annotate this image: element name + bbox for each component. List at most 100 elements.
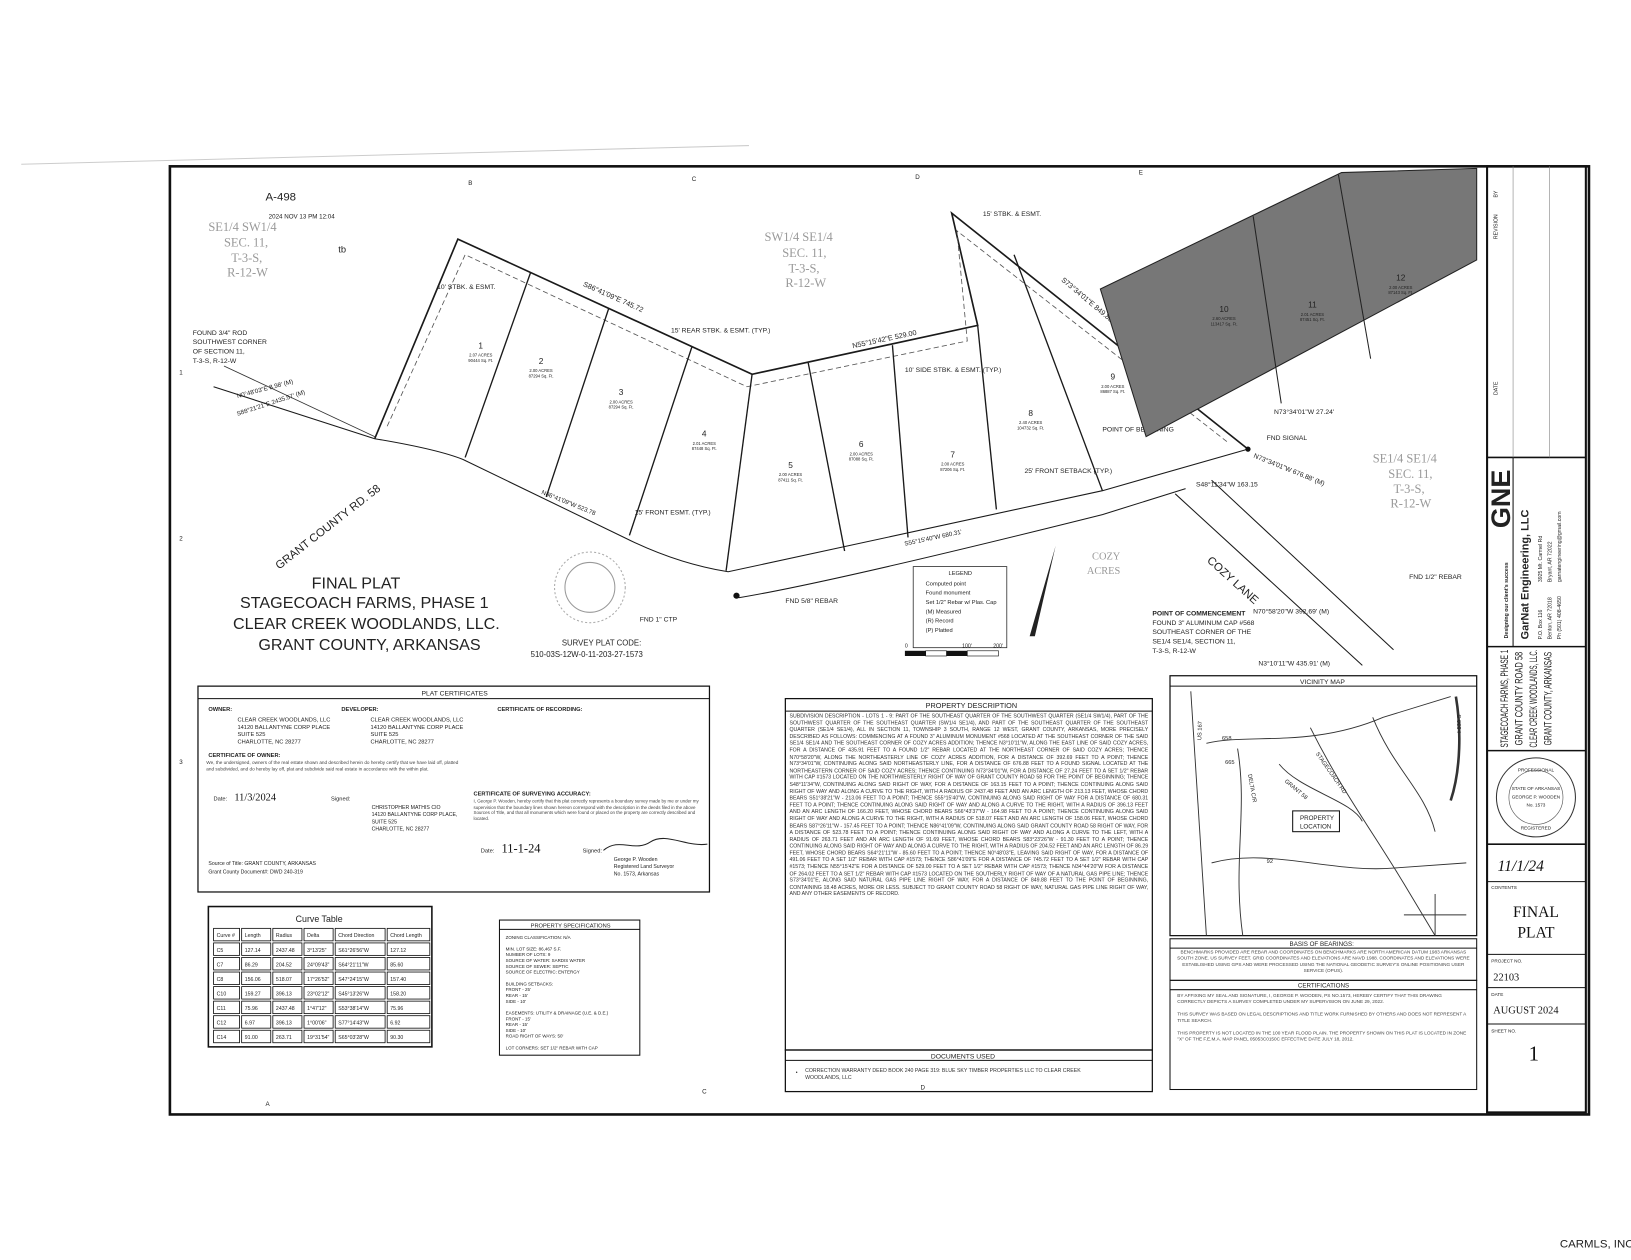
leader-line (223, 365, 375, 438)
scale-label: 100' (962, 644, 972, 650)
table-cell (303, 1029, 334, 1044)
table-cell (272, 1029, 303, 1044)
project-title-line: CLEAR CREEK WOODLANDS, LLC. (1528, 650, 1540, 748)
label: Signed: (583, 848, 603, 854)
cell-text: 127.14 (245, 948, 261, 954)
cozy-lane-west-edge (1174, 493, 1363, 666)
lot-acres: 2.00 ACRES (609, 399, 632, 404)
grid-letter: C (692, 176, 697, 183)
cell-text: C11 (217, 1006, 226, 1012)
cell-text: 518.07 (276, 977, 292, 983)
developer-line: SUITE 525 (371, 732, 399, 738)
section-heading: PROPERTY DESCRIPTION (926, 701, 1017, 710)
front-setback-label: 25' FRONT SETBACK (TYP.) (1024, 468, 1112, 475)
sheet-number: 1 (1529, 1042, 1539, 1065)
table-cell (272, 1015, 303, 1029)
surveyor-signature (603, 837, 708, 851)
table-cell (241, 927, 272, 942)
fnd-signal-label: FND SIGNAL (1267, 435, 1308, 442)
section-text: ACRES (1087, 566, 1121, 577)
point-of-commencement-note: POINT OF COMMENCEMENT FOUND 3" ALUMINUM … (1152, 610, 1254, 654)
contents-line: FINAL (1513, 904, 1559, 921)
table-cell (334, 957, 386, 971)
cozy-lane-label: COZY LANE (1204, 555, 1260, 607)
rear-stbk-label: 15' REAR STBK. & ESMT. (TYP.) (671, 328, 770, 335)
cell-text: 24°09'43" (307, 962, 329, 968)
legend-item: (M) Measured (926, 609, 962, 615)
document-used-item: CORRECTION WARRANTY DEED BOOK 240 PAGE 3… (805, 1067, 1081, 1081)
cell-text: S65°03'28"W (338, 1035, 369, 1041)
grid-letter: A (266, 1101, 271, 1108)
road-58-right-of-way (374, 438, 1249, 573)
owner-certificate-text: We, the undersigned, owners of the real … (206, 759, 459, 772)
lot-sqft: 87411 Sq. Ft. (778, 477, 803, 482)
address-line: Ph (501) 408-4650 (1557, 596, 1563, 639)
owner-line: SUITE 525 (237, 732, 265, 738)
cell-text: 85.60 (390, 962, 403, 968)
label: DEVELOPER: (341, 707, 378, 713)
cell-text: S77°14'43"W (338, 1021, 369, 1027)
table-cell (386, 942, 431, 956)
cell-text: S47°24'15"W (338, 977, 369, 983)
lot-acres: 2.01 ACRES (693, 441, 716, 446)
title-line: CLEAR CREEK WOODLANDS, LLC. (233, 615, 500, 633)
road-edge (213, 386, 375, 440)
title-line: FINAL PLAT (312, 574, 401, 592)
legend-item: Found monument (926, 591, 971, 597)
table-cell (241, 971, 272, 985)
scale-label: 0 (905, 644, 908, 650)
section-heading: PROPERTY SPECIFICATIONS (531, 923, 611, 929)
sheet-date: AUGUST 2024 (1493, 1006, 1559, 1017)
map-label: GRANT 58 (1283, 779, 1308, 801)
project-number: 22103 (1493, 972, 1519, 983)
cell-text: Length (245, 933, 261, 939)
cell-text: 1°00'06" (307, 1021, 326, 1027)
legend-item: Computed point (926, 581, 967, 587)
bearing-label: N55°15'42"E 529.00 (851, 328, 917, 350)
lot-sqft: 87294 Sq. Ft. (529, 373, 554, 378)
spec-line: SIDE - 10' (506, 999, 526, 1004)
signer-line: CHRISTOPHER MATHIS CIO (372, 805, 441, 811)
lot-number: 10 (1219, 304, 1229, 314)
spec-line: MIN. LOT SIZE: 86,467 S.F. (506, 946, 562, 951)
lot-acres: 2.00 ACRES (850, 451, 873, 456)
owner-line: 14120 BALLANTYNE CORP PLACE (237, 725, 330, 731)
subdivision-boundary (373, 210, 1249, 450)
table-cell (386, 1015, 431, 1029)
fnd-ctp-marker (733, 592, 740, 599)
fnd-rebar-label: FND 5/8" REBAR (785, 598, 838, 605)
section-heading: BASIS OF BEARINGS: (1290, 941, 1355, 948)
spec-line: SOURCE OF WATER: SARDIS WATER (506, 958, 586, 963)
road-58-south-edge (738, 488, 1186, 599)
recording-initials: tb (338, 245, 346, 255)
label: SHEET NO. (1491, 1028, 1516, 1033)
section-text: SE1/4 SW1/4 (208, 220, 277, 234)
lot-acres: 2.00 ACRES (1389, 285, 1412, 290)
address-line: garnatengineering@gmail.com (1557, 511, 1563, 582)
cell-text: 86.29 (245, 962, 258, 968)
survey-code: 510-03S-12W-0-11-203-27-1573 (531, 650, 643, 659)
label: OWNER: (208, 707, 232, 713)
address-line: Bryant, AR 72022 (1548, 541, 1554, 582)
map-label: DELTA CIR (1246, 774, 1257, 803)
table-cell (213, 957, 240, 971)
owner-line: CHARLOTTE, NC 28277 (237, 739, 300, 745)
label: CERTIFICATE OF OWNER: (208, 753, 280, 759)
fnd-signal-marker (1245, 446, 1251, 452)
table-cell (334, 1015, 386, 1029)
file-stamp: A-498 (266, 192, 296, 204)
lot-acres: 2.00 ACRES (941, 462, 964, 467)
certification-item: THIS PROPERTY IS NOT LOCATED IN THE 100 … (1177, 1030, 1467, 1043)
cell-text: 1°47'12" (307, 1006, 326, 1012)
cell-text: Chord Direction (338, 933, 374, 939)
cell-text: S45°13'26"W (338, 991, 369, 997)
section-text: T-3-S, (788, 261, 819, 275)
label: DATE (1491, 992, 1503, 997)
